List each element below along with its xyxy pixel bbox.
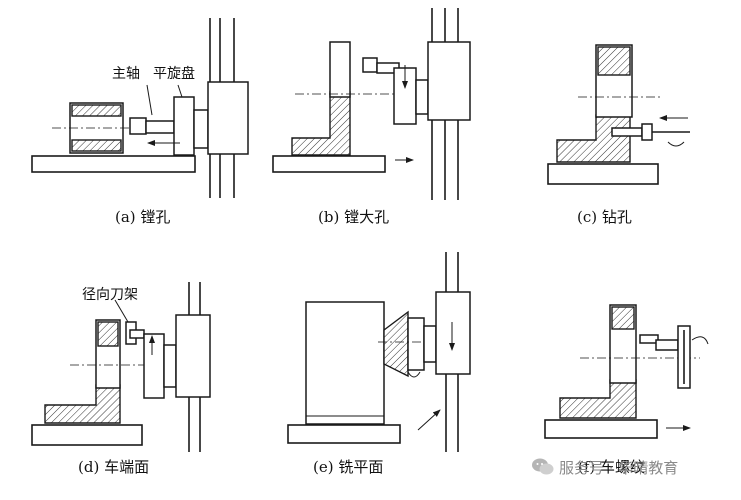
panel-f-threading	[544, 304, 709, 439]
panel-a-boring	[31, 18, 249, 198]
facing-head-label: 平旋盘	[153, 65, 195, 82]
panel-c-drilling	[547, 44, 690, 185]
panel-b-boring-large-hole	[272, 8, 471, 200]
caption-c: (c) 钻孔	[577, 208, 632, 226]
panel-d-facing	[31, 282, 211, 452]
spindle-label: 主轴	[112, 66, 140, 82]
caption-f: (f) 车螺纹	[578, 458, 645, 476]
caption-a: (a) 镗孔	[115, 208, 170, 226]
caption-e: (e) 铣平面	[313, 458, 383, 476]
caption-b: (b) 镗大孔	[318, 208, 389, 226]
wechat-icon	[532, 458, 554, 475]
radial-tool-holder-label: 径向刀架	[82, 287, 138, 303]
watermark: 服务号 · 华晴教育	[531, 455, 731, 481]
watermark-text: 服务号 · 华晴教育	[559, 459, 679, 477]
panel-e-milling	[287, 252, 471, 452]
caption-d: (d) 车端面	[78, 458, 149, 476]
